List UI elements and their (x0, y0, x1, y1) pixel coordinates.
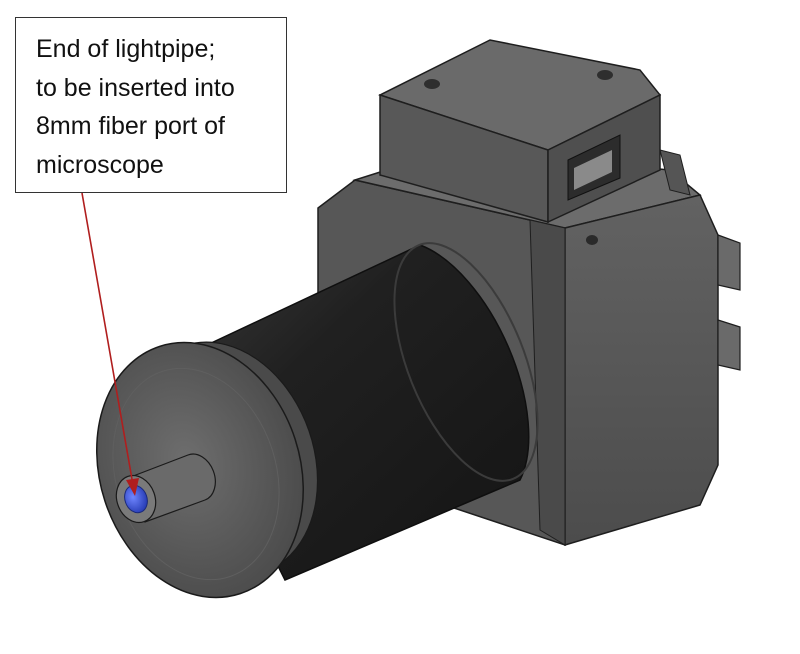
lightpipe (115, 453, 216, 524)
connector-block (378, 39, 662, 224)
callout-line-1: End of lightpipe; (36, 35, 216, 63)
connector-hole-right (597, 70, 613, 80)
callout-line-3: 8mm fiber port of (36, 112, 225, 140)
housing-screw-hole (586, 235, 598, 245)
arrow-head (126, 478, 139, 496)
arrow-shaft (81, 192, 134, 486)
cylinder-rear-rim (393, 242, 539, 482)
side-fin-top (659, 149, 691, 196)
side-fin-upper (717, 234, 741, 291)
connector-hole-left (424, 79, 440, 89)
callout-line-2: to be inserted into (36, 73, 235, 102)
arrow-pointer (81, 192, 139, 496)
side-fin-lower (717, 319, 741, 371)
callout-box: End of lightpipe; to be inserted into 8m… (15, 17, 287, 193)
connector-port-insert (574, 150, 612, 190)
housing-front-face (564, 194, 719, 547)
callout-line-4: microscope (36, 150, 164, 179)
